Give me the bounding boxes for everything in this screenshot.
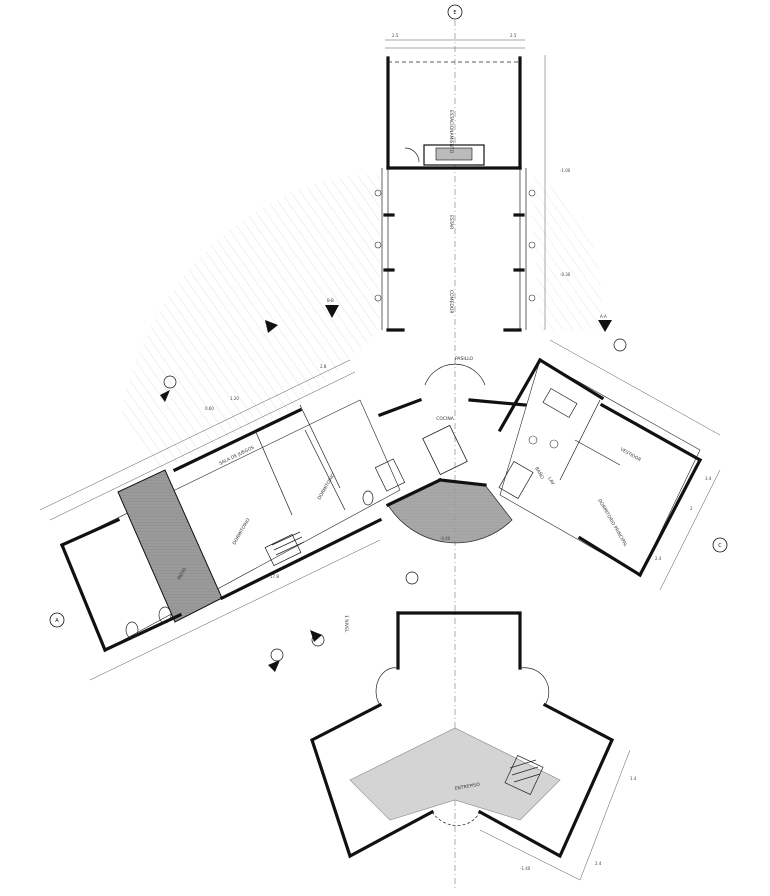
central-core: COCINA PASILLO (377, 356, 527, 544)
dim-east-2: 2 (690, 506, 693, 511)
dim-west-2: 0.60 (205, 406, 214, 411)
terrain-hatch (120, 174, 380, 470)
dim-top-right: 2.5 (510, 33, 517, 38)
section-label-b: B-B (327, 298, 334, 303)
room-dormitorio-principal: DORMITORIO PRINCIPAL (596, 498, 628, 548)
room-dormitorio-a: DORMITORIO (232, 517, 252, 546)
room-cocina: COCINA (436, 416, 455, 422)
axis-label-top: E (453, 10, 456, 16)
dim-west-total: 17.8 (270, 574, 279, 579)
upper-floor-plan: ENTREPISO 1 NIVEL -1.40 2.4 1.4 (310, 611, 637, 881)
axis-marker-top: E (447, 4, 463, 20)
north-wing: ESTACIONAMIENTO ESTAR COMEDOR -1.00 -0.3… (374, 39, 571, 332)
room-bano: BAÑO (533, 466, 546, 481)
dim-west-3: 1.20 (230, 396, 239, 401)
dim-east-1: 3.4 (705, 476, 712, 481)
dim-east-3: 2.4 (655, 556, 662, 561)
axis-marker-west: A (49, 612, 65, 628)
axis-label-west: A (55, 618, 59, 624)
room-patio: PATIO (177, 567, 189, 581)
section-marker-a: A-A (598, 314, 612, 332)
east-wing: BAÑO VESTIDOR DORMITORIO PRINCIPAL LAV 3… (497, 339, 728, 591)
dim-west-1: 2.8 (320, 364, 327, 369)
axis-label-east: C (718, 543, 722, 549)
axis-marker-east: C (712, 537, 728, 553)
terrain-hatch-right (530, 175, 602, 330)
dim-upper-1: 2.4 (595, 861, 602, 866)
section-label-a: A-A (600, 314, 607, 319)
room-vestidor: VESTIDOR (619, 447, 642, 464)
level-upper-a: -1.00 (560, 168, 571, 173)
room-dormitorio-b: DORMITORIO (317, 472, 337, 501)
room-estar: ESTAR (448, 215, 454, 229)
room-estacionamiento: ESTACIONAMIENTO (448, 110, 454, 154)
dim-top-left: 2.5 (392, 33, 399, 38)
dim-upper-2: 1.4 (630, 776, 637, 781)
section-marker-b: B-B (325, 298, 339, 318)
room-entrepiso: ENTREPISO (454, 782, 480, 792)
room-pasillo: PASILLO (455, 356, 474, 362)
level-upper-b: -0.30 (560, 272, 571, 277)
level-mid: -0.40 (440, 536, 451, 541)
room-hall-upper: 1 NIVEL (343, 615, 349, 633)
room-lav: LAV (546, 476, 556, 487)
level-lower: -1.40 (520, 866, 531, 871)
room-comedor: COMEDOR (448, 290, 454, 314)
